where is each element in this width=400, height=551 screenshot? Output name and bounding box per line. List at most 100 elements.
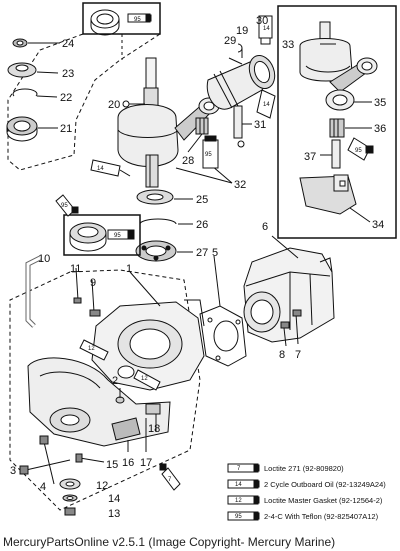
wrist-pin-31	[233, 105, 252, 139]
callout-13[interactable]: 13	[108, 508, 120, 520]
screws-7-8	[280, 309, 302, 347]
legend-code-95: 95	[235, 514, 242, 520]
footer-caption: MercuryPartsOnline v2.5.1 (Image Copyrig…	[3, 535, 335, 549]
tab-18	[145, 403, 161, 415]
fitting-9	[89, 279, 101, 317]
callout-28[interactable]: 28	[182, 155, 194, 167]
callout-26[interactable]: 26	[196, 219, 208, 231]
tube-label-95-left: 95	[61, 203, 68, 209]
washer-14	[62, 494, 78, 502]
legend-code-7: 7	[237, 466, 241, 472]
callout-19[interactable]: 19	[236, 25, 248, 37]
tube-95-left	[55, 194, 79, 217]
crankshaft-32	[117, 57, 233, 188]
tube-14-right	[256, 89, 276, 119]
tube-14-left	[90, 159, 131, 177]
callout-12[interactable]: 12	[96, 480, 108, 492]
callout-16[interactable]: 16	[122, 457, 134, 469]
callout-11[interactable]: 11	[70, 263, 81, 275]
callout-33[interactable]: 33	[282, 39, 294, 51]
bearing-27	[135, 240, 193, 262]
legend	[227, 463, 260, 521]
ring-26	[139, 218, 193, 225]
hose-10	[25, 255, 42, 328]
callout-30[interactable]: 30	[256, 15, 268, 27]
gasket-5	[199, 255, 247, 367]
footer-copyright: (Image Copyright- Mercury Marine)	[148, 535, 336, 549]
stud-11	[75, 267, 79, 301]
callout-22[interactable]: 22	[60, 92, 72, 104]
plate-16	[111, 417, 141, 452]
clip-19	[237, 43, 243, 58]
legend-code-14: 14	[235, 482, 242, 488]
tube-14-upper	[258, 15, 273, 45]
tube-label-12-lower: 12	[141, 376, 148, 382]
inset-box	[277, 5, 397, 239]
callout-14[interactable]: 14	[108, 493, 120, 505]
tube-label-95-center: 95	[205, 152, 212, 158]
legend-text-loctite-271: Loctite 271 (92-809820)	[264, 464, 344, 473]
tube-12-lower	[133, 369, 161, 391]
footer-site: MercuryPartsOnline v2.5.1	[3, 535, 146, 549]
tube-label-95-top: 95	[134, 17, 141, 23]
tube-label-95-inset: 95	[355, 148, 362, 154]
legend-code-12: 12	[235, 498, 242, 504]
callout-20[interactable]: 20	[108, 99, 120, 111]
callout-3[interactable]: 3	[10, 465, 16, 477]
callout-5[interactable]: 5	[212, 247, 218, 259]
seal-12	[59, 478, 81, 490]
callout-32[interactable]: 32	[234, 179, 246, 191]
callout-6[interactable]: 6	[262, 221, 268, 233]
callout-35[interactable]: 35	[374, 97, 386, 109]
tube-label-7: 7	[168, 477, 172, 483]
callout-36[interactable]: 36	[374, 123, 386, 135]
piston-29	[206, 55, 276, 110]
legend-entries: Loctite 271 (92-809820) 2 Cycle Outboard…	[264, 464, 386, 521]
cylinder-block-6	[243, 235, 335, 343]
callout-34[interactable]: 34	[372, 219, 384, 231]
seal-box-lower	[63, 214, 141, 256]
legend-text-2-4-c: 2-4-C With Teflon (92-825407A12)	[264, 512, 379, 521]
tube-95-center	[202, 135, 219, 169]
callout-10[interactable]: 10	[38, 253, 50, 265]
nut-24	[12, 38, 60, 48]
seal-23	[7, 62, 59, 78]
callout-21[interactable]: 21	[60, 123, 72, 135]
callout-labels: 24 23 22 21 20 19 30 29 31 28 32 25 26 2…	[10, 15, 386, 520]
callout-17[interactable]: 17	[140, 457, 152, 469]
needle-cage-28	[187, 117, 209, 153]
callout-2[interactable]: 2	[112, 375, 118, 387]
dashed-group-left	[7, 33, 161, 171]
callout-29[interactable]: 29	[224, 35, 236, 47]
callout-4[interactable]: 4	[40, 481, 46, 493]
tube-7	[159, 463, 181, 491]
callout-15[interactable]: 15	[106, 459, 118, 471]
callout-27[interactable]: 27	[196, 247, 208, 259]
callout-7[interactable]: 7	[295, 349, 301, 361]
callout-23[interactable]: 23	[62, 68, 74, 80]
callout-25[interactable]: 25	[196, 194, 208, 206]
callout-9[interactable]: 9	[90, 277, 96, 289]
pin-20	[122, 100, 145, 108]
callout-8[interactable]: 8	[279, 349, 285, 361]
bearing-25	[136, 189, 193, 205]
callout-18[interactable]: 18	[148, 423, 160, 435]
legend-text-master-gasket: Loctite Master Gasket (92-12564-2)	[264, 496, 383, 505]
bearing-21	[6, 116, 58, 142]
bolt-4	[39, 435, 55, 485]
dashed-group-lower	[9, 269, 201, 511]
crankcase-1	[91, 271, 205, 391]
bolt-3	[19, 459, 71, 475]
seal-box-top	[82, 2, 161, 36]
tube-labels: 95 14 14 95 14 95 95 95 12 12 7 7 14 12 …	[61, 17, 362, 520]
tube-label-14-right: 14	[263, 102, 270, 108]
tube-label-95-lowerbox: 95	[114, 233, 121, 239]
callout-24[interactable]: 24	[62, 38, 74, 50]
callout-1[interactable]: 1	[126, 263, 132, 275]
nut-13	[64, 507, 76, 516]
tube-label-14-upper: 14	[263, 26, 270, 32]
callout-37[interactable]: 37	[304, 151, 316, 163]
callout-31[interactable]: 31	[254, 119, 266, 131]
